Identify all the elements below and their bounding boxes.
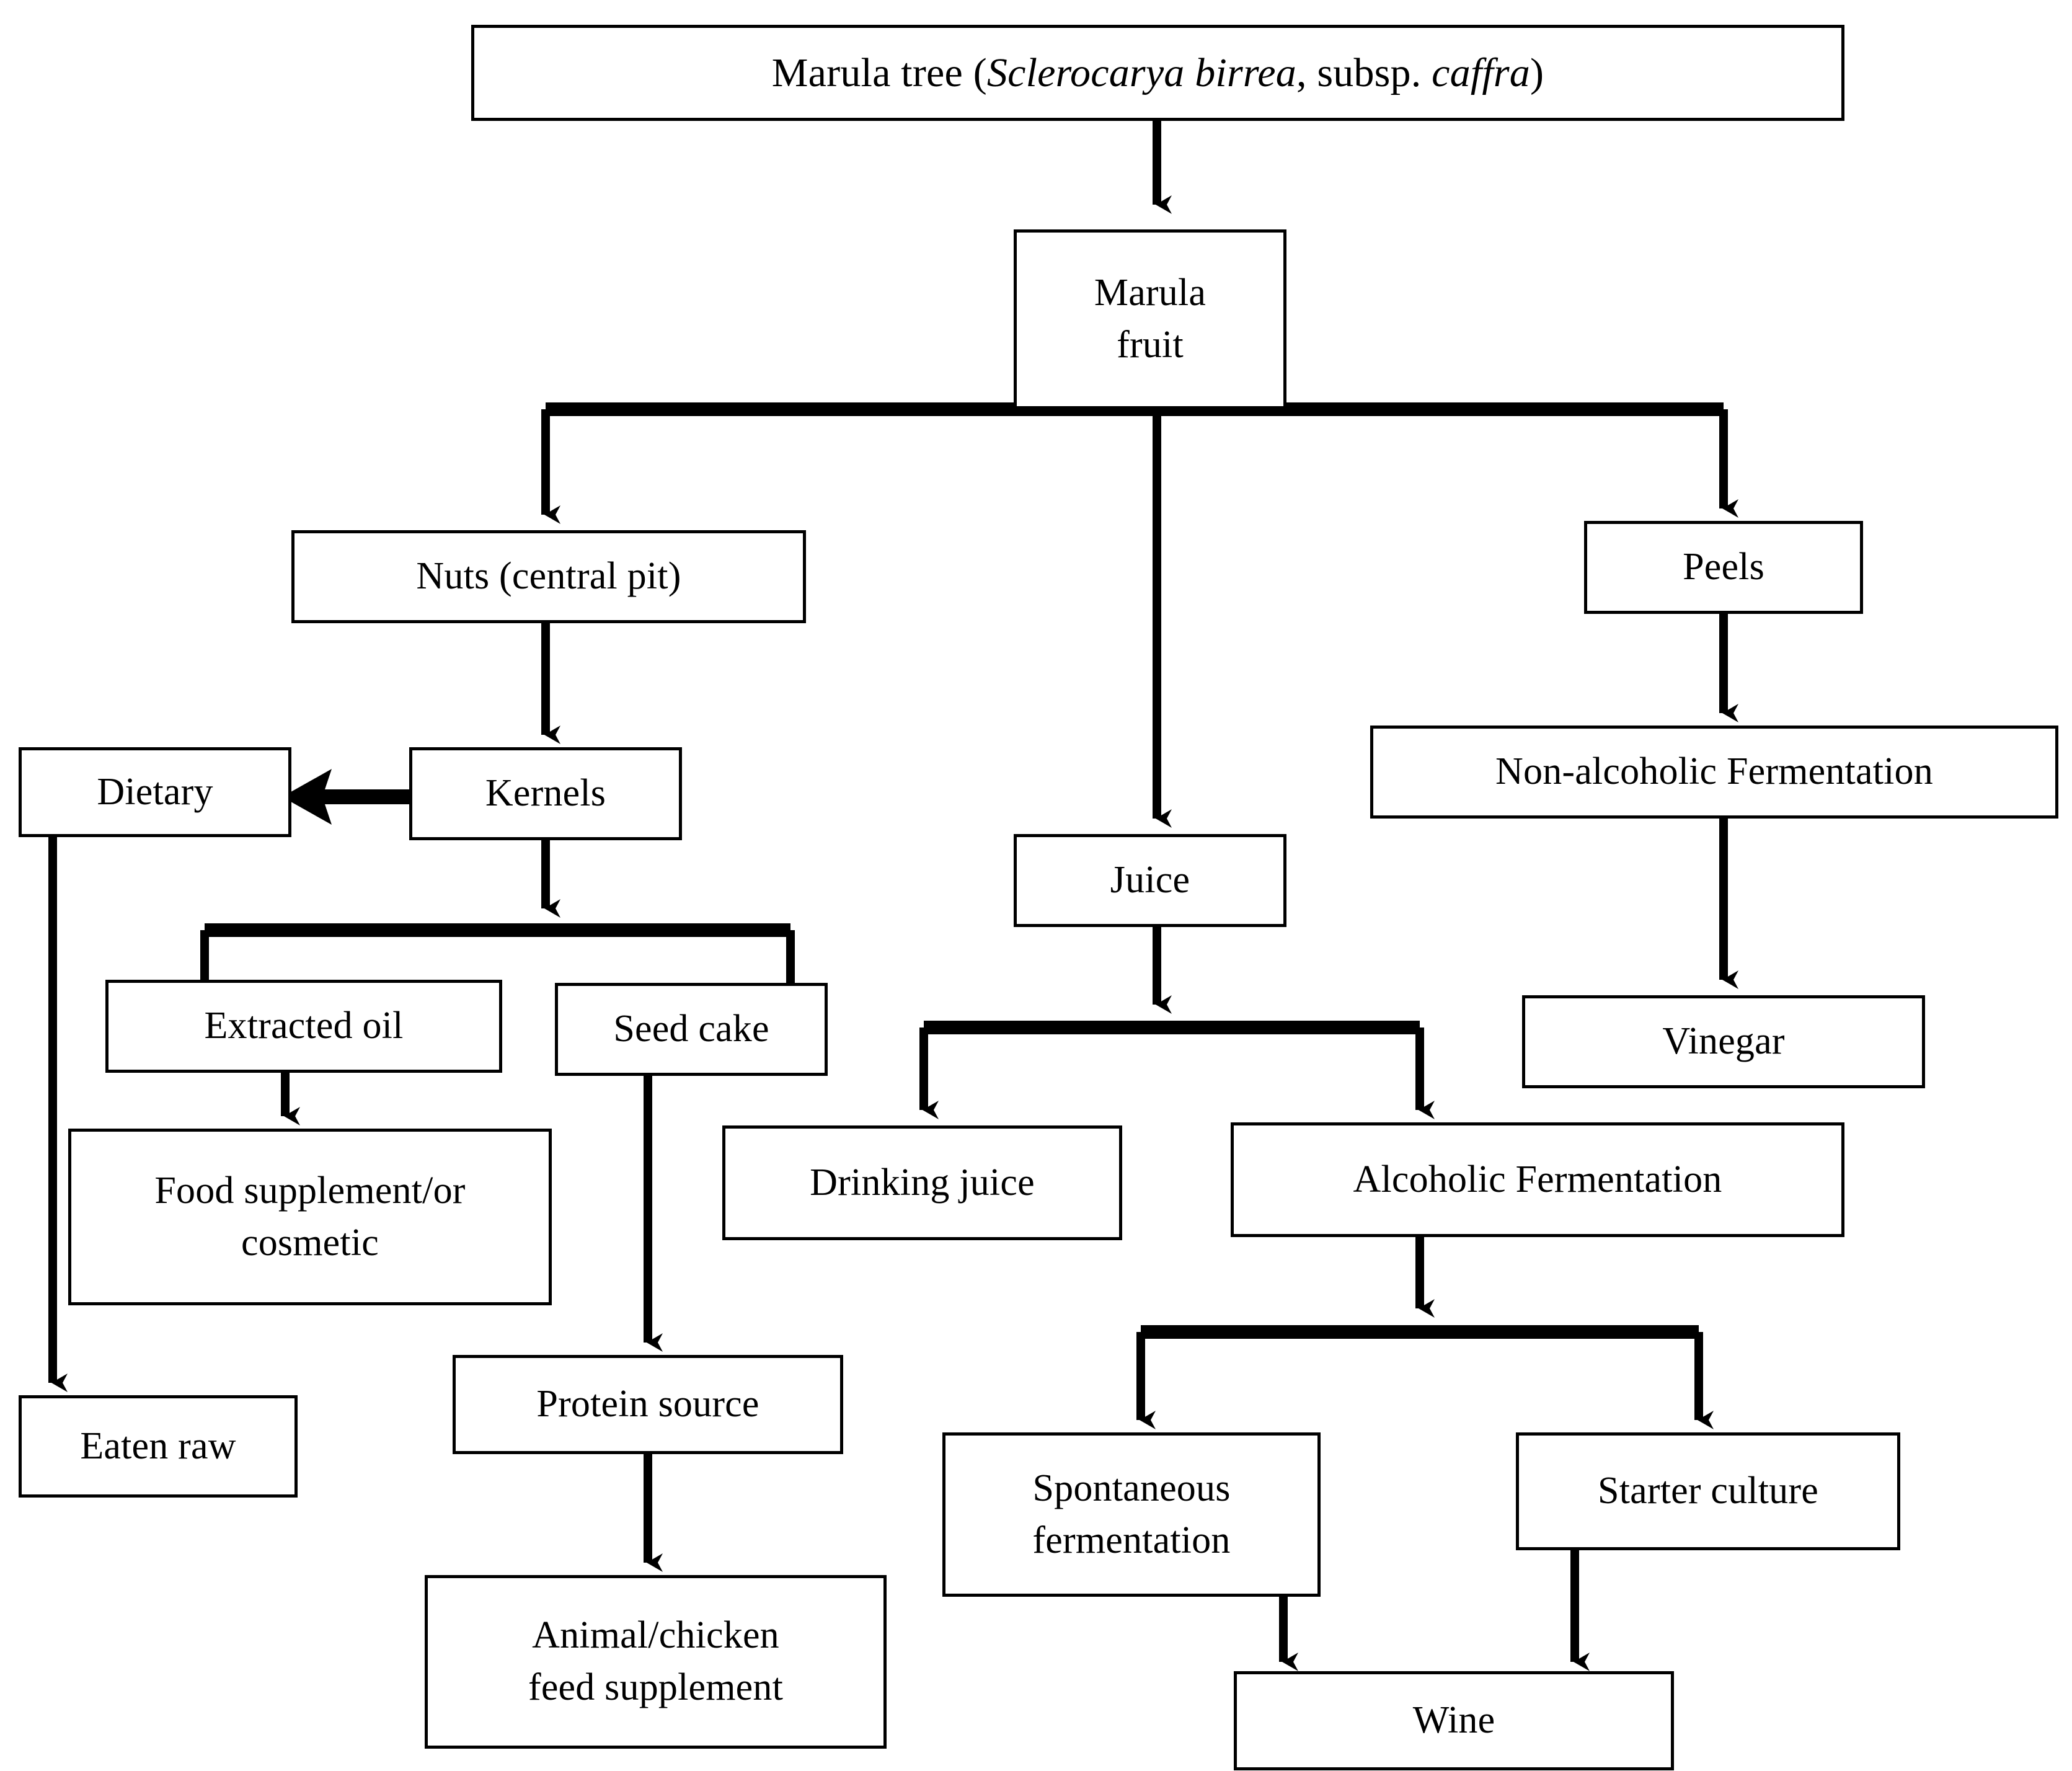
node-spontaneous-fermentation[interactable]: Spontaneous fermentation: [942, 1432, 1321, 1597]
node-vinegar-label: Vinegar: [1662, 1020, 1785, 1063]
node-juice[interactable]: Juice: [1014, 834, 1286, 927]
node-starter-culture-label: Starter culture: [1598, 1470, 1818, 1512]
node-drinking-juice-label: Drinking juice: [810, 1161, 1035, 1204]
node-spontaneous-fermentation-label: Spontaneous fermentation: [1032, 1467, 1231, 1561]
node-seed-cake[interactable]: Seed cake: [555, 983, 828, 1076]
node-marula-tree[interactable]: Marula tree (Sclerocarya birrea, subsp. …: [471, 25, 1844, 121]
node-dietary[interactable]: Dietary: [19, 747, 291, 837]
node-peels[interactable]: Peels: [1584, 521, 1863, 614]
node-marula-fruit-label: Marula fruit: [1094, 272, 1206, 366]
node-dietary-label: Dietary: [97, 770, 213, 813]
node-protein-source[interactable]: Protein source: [453, 1355, 843, 1454]
node-drinking-juice[interactable]: Drinking juice: [722, 1125, 1122, 1240]
node-non-alcoholic-fermentation-label: Non-alcoholic Fermentation: [1495, 750, 1933, 793]
node-protein-source-label: Protein source: [536, 1383, 759, 1426]
arrowhead-left-dietary: [282, 769, 332, 825]
node-eaten-raw-label: Eaten raw: [80, 1424, 236, 1467]
node-starter-culture[interactable]: Starter culture: [1516, 1432, 1900, 1550]
node-alcoholic-fermentation-label: Alcoholic Fermentation: [1353, 1158, 1722, 1201]
node-animal-feed-label: Animal/chicken feed supplement: [528, 1614, 784, 1708]
node-alcoholic-fermentation[interactable]: Alcoholic Fermentation: [1231, 1122, 1844, 1237]
node-wine-label: Wine: [1412, 1699, 1495, 1742]
node-food-supplement-label: Food supplement/or cosmetic: [154, 1169, 466, 1264]
node-animal-feed[interactable]: Animal/chicken feed supplement: [425, 1575, 887, 1749]
node-non-alcoholic-fermentation[interactable]: Non-alcoholic Fermentation: [1370, 726, 2058, 819]
node-nuts[interactable]: Nuts (central pit): [291, 530, 806, 623]
node-kernels-label: Kernels: [485, 772, 606, 815]
node-kernels[interactable]: Kernels: [409, 747, 682, 840]
node-marula-fruit[interactable]: Marula fruit: [1014, 229, 1286, 409]
node-eaten-raw[interactable]: Eaten raw: [19, 1395, 298, 1498]
node-nuts-label: Nuts (central pit): [416, 555, 681, 598]
node-marula-tree-label: Marula tree (Sclerocarya birrea, subsp. …: [771, 50, 1544, 95]
node-extracted-oil[interactable]: Extracted oil: [105, 980, 502, 1073]
node-peels-label: Peels: [1683, 546, 1764, 588]
node-food-supplement[interactable]: Food supplement/or cosmetic: [68, 1129, 552, 1305]
node-extracted-oil-label: Extracted oil: [204, 1005, 404, 1047]
node-juice-label: Juice: [1110, 859, 1190, 902]
node-vinegar[interactable]: Vinegar: [1522, 995, 1925, 1088]
node-seed-cake-label: Seed cake: [613, 1008, 769, 1050]
node-wine[interactable]: Wine: [1234, 1671, 1674, 1770]
